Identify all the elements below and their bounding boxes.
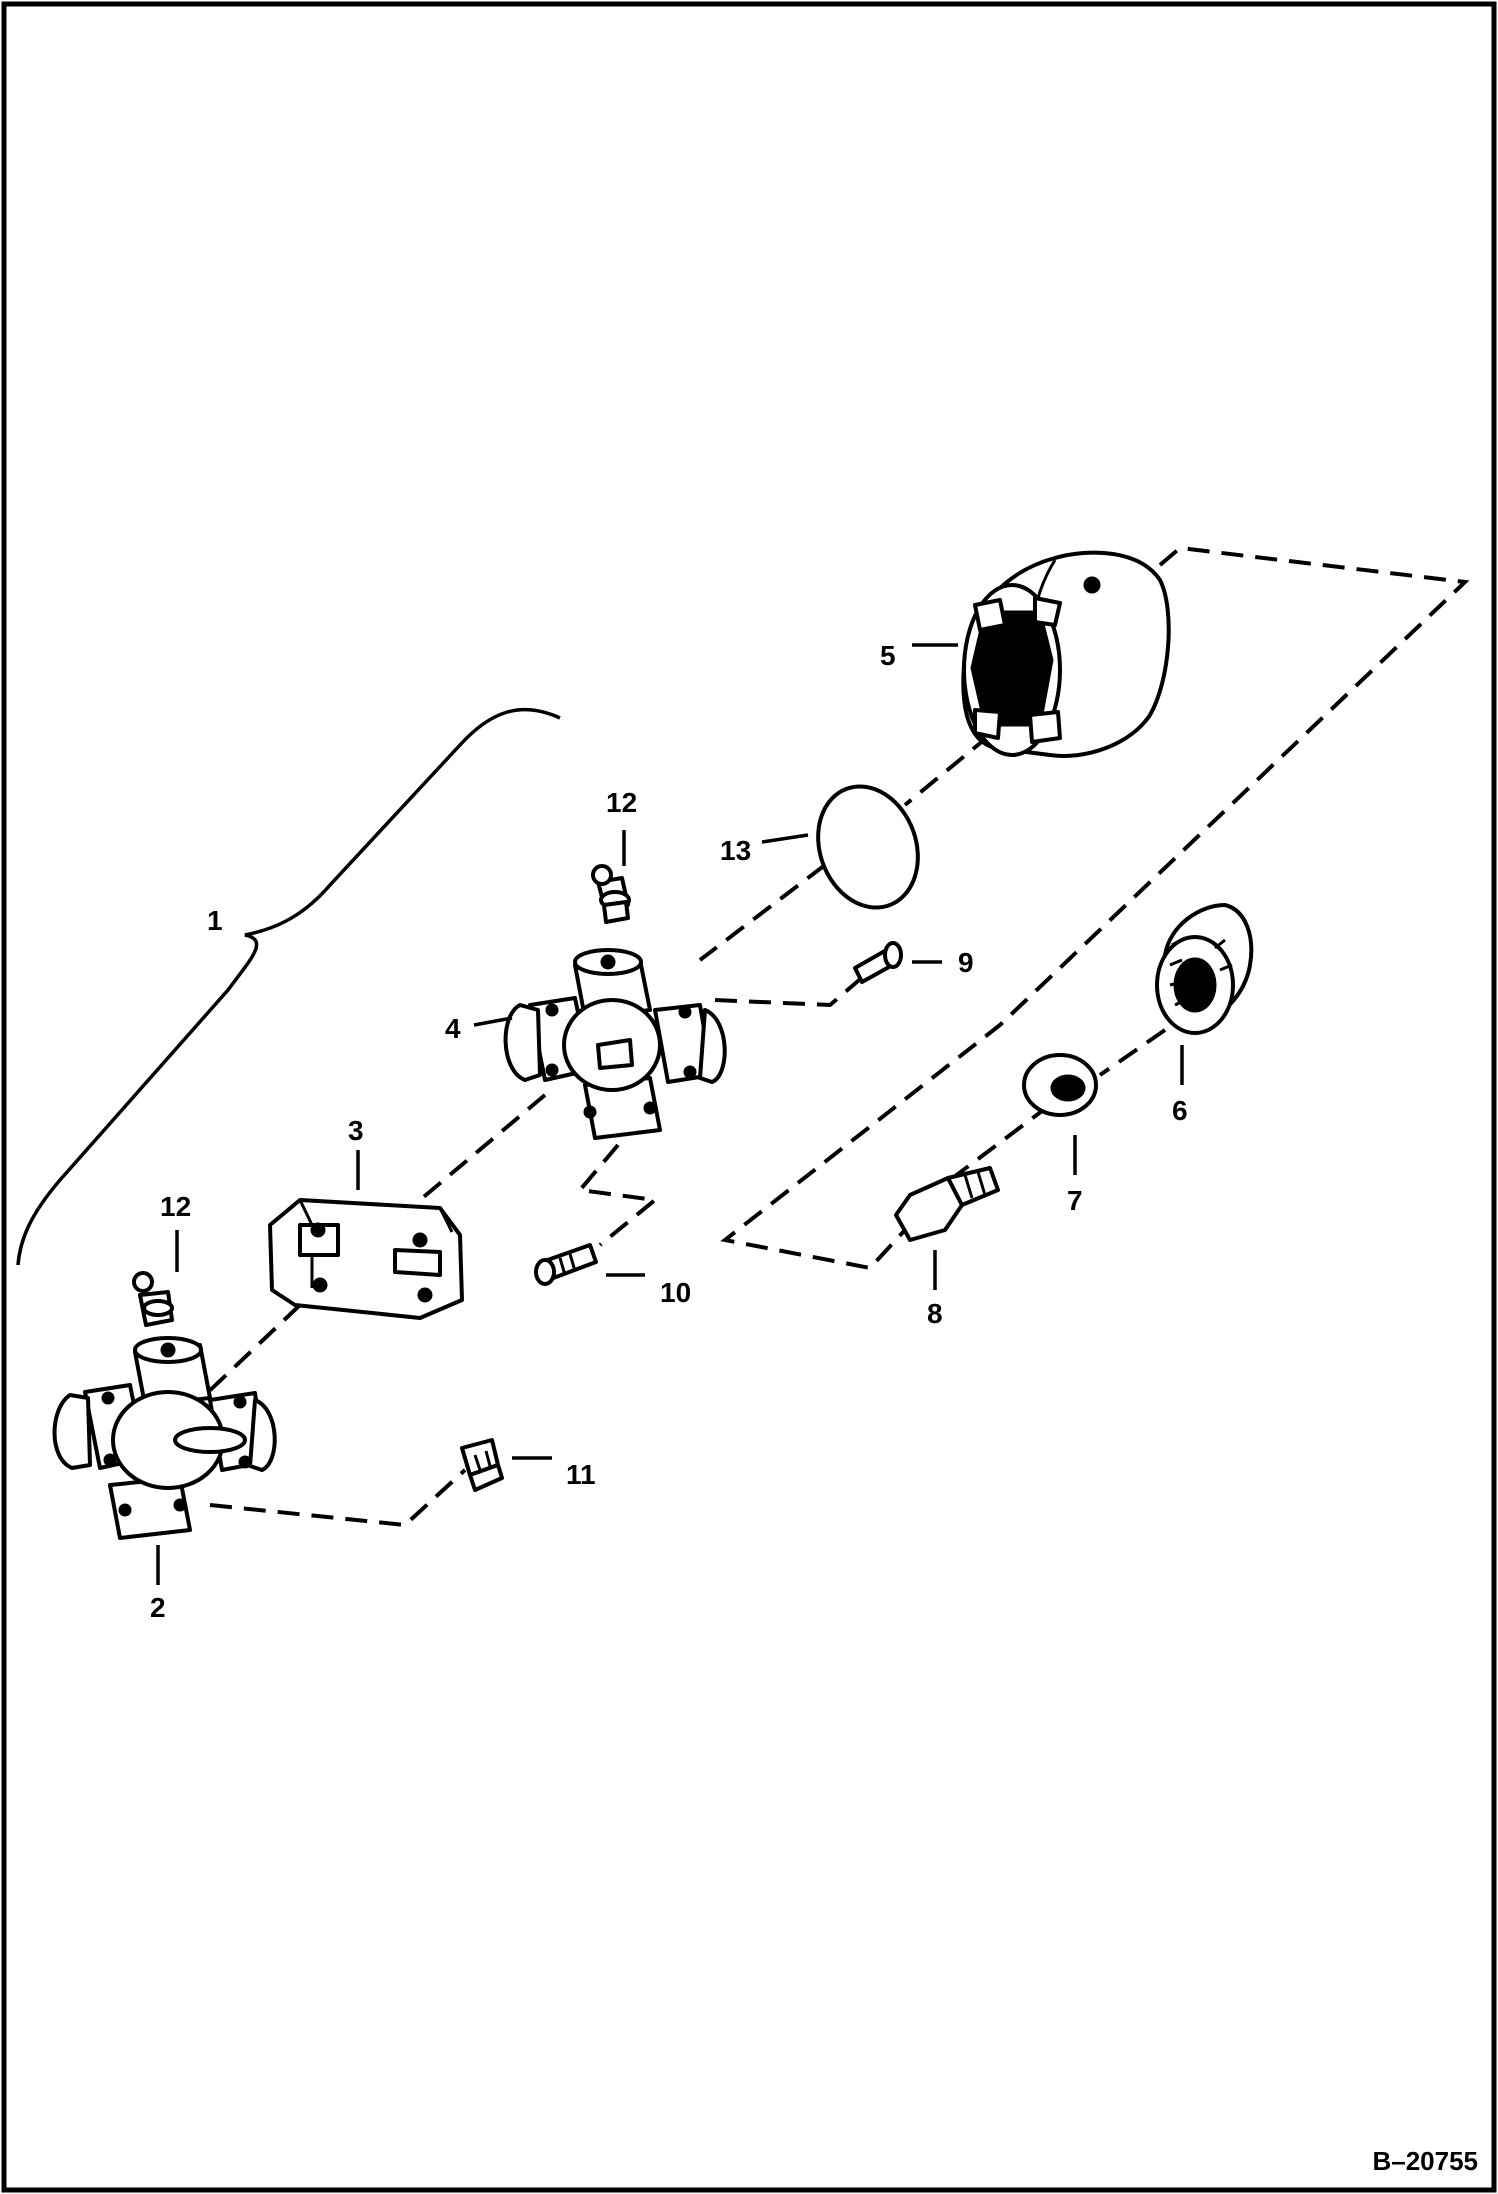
- dashed-line-hub-to-bolt: [720, 545, 1470, 1271]
- dashed-line-cross-to-bolt9: [714, 973, 867, 1008]
- callout-13: 13: [720, 835, 751, 866]
- dashed-line-ring-to-cross: [698, 863, 827, 962]
- callout-12-upper: 12: [606, 787, 637, 818]
- callout-8: 8: [927, 1298, 943, 1329]
- leader-13: [761, 833, 809, 844]
- hub-part-5: [961, 550, 1171, 758]
- callout-9: 9: [958, 947, 974, 978]
- callout-10: 10: [660, 1277, 691, 1308]
- callout-3: 3: [348, 1115, 364, 1146]
- callout-2: 2: [150, 1592, 166, 1623]
- leader-4: [473, 1016, 513, 1027]
- ring-part-13: [816, 784, 920, 910]
- dashed-line-cross2-to-bolt11: [209, 1468, 467, 1528]
- assembly-brace: [16, 708, 561, 1266]
- grease-fitting-part-12-lower: [132, 1271, 174, 1327]
- universal-cross-part-4: [503, 948, 727, 1140]
- dashed-line-yoke-to-cross2: [203, 1303, 302, 1397]
- hex-bolt-part-8: [894, 1166, 1000, 1242]
- callout-4: 4: [445, 1013, 461, 1044]
- callout-11: 11: [566, 1459, 596, 1490]
- splined-coupler-part-6: [1155, 903, 1254, 1035]
- universal-cross-part-2: [52, 1336, 277, 1540]
- dashed-line-cross-to-bolt10: [576, 1143, 660, 1247]
- bolt-part-9: [853, 941, 903, 984]
- callout-5: 5: [880, 640, 896, 671]
- dashed-line-washer-to-bolt8: [948, 1103, 1052, 1182]
- callout-6: 6: [1172, 1095, 1188, 1126]
- callout-1: 1: [207, 905, 223, 936]
- callout-7: 7: [1067, 1185, 1083, 1216]
- callout-12-lower: 12: [160, 1191, 191, 1222]
- bolt-part-10: [534, 1243, 598, 1286]
- grease-fitting-part-12-upper: [591, 864, 631, 924]
- figure-reference: B–20755: [1372, 2146, 1478, 2176]
- dashed-line-coupler-to-washer: [1098, 1028, 1167, 1077]
- dashed-line-hub-to-ring: [903, 733, 992, 807]
- bolt-part-11: [460, 1438, 504, 1492]
- washer-part-7: [1022, 1053, 1098, 1117]
- dashed-line-cross-to-yoke: [418, 1093, 547, 1202]
- yoke-part-3: [268, 1198, 464, 1320]
